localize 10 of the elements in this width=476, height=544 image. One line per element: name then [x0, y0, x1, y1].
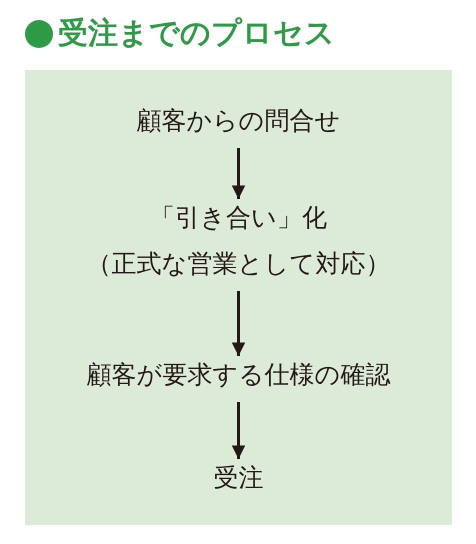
step-text: 顧客が要求する仕様の確認 — [86, 359, 392, 391]
arrow — [232, 402, 246, 459]
step-text: 「引き合い」化 — [149, 202, 328, 234]
step-text: 受注 — [212, 462, 264, 494]
step-text: 顧客からの問合せ — [136, 105, 342, 137]
title: 受注までのプロセス — [58, 15, 335, 53]
panel-background — [25, 70, 452, 525]
arrow — [232, 291, 246, 356]
step-text: （正式な営業として対応） — [86, 248, 392, 280]
arrow — [232, 148, 246, 199]
